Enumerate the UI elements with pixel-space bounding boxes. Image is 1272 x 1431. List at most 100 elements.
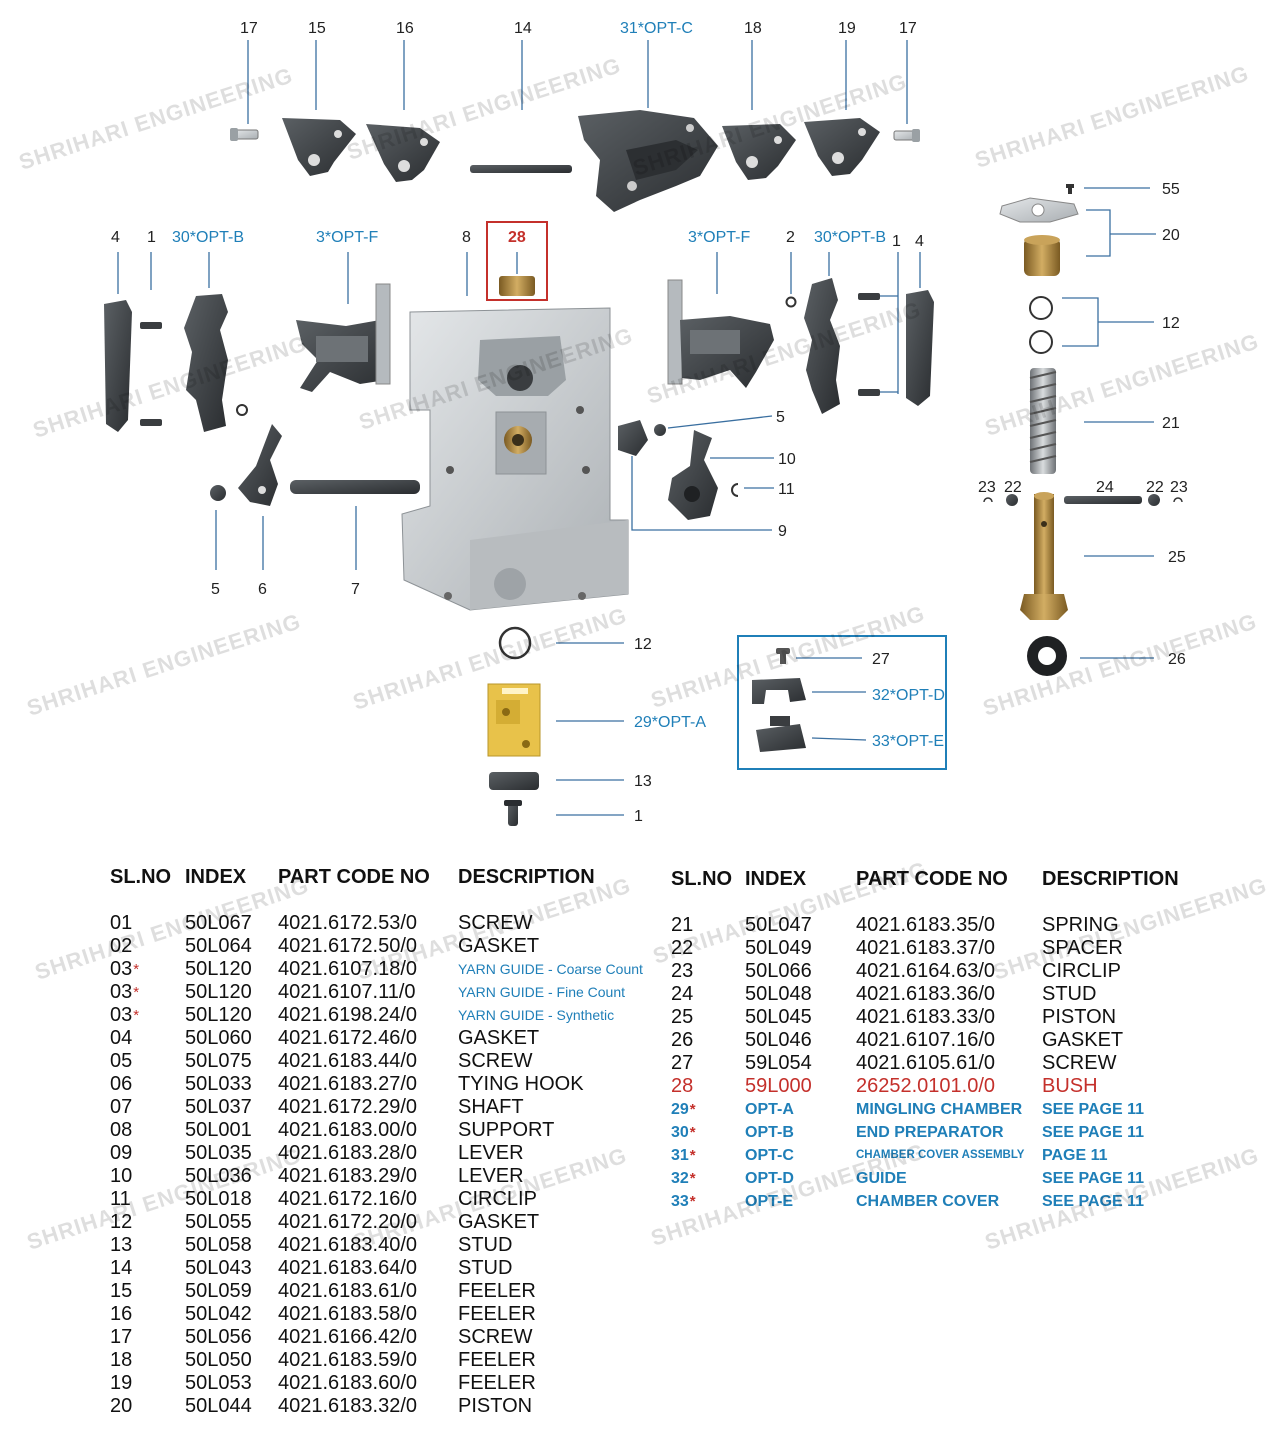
sl-number: 23	[671, 960, 694, 982]
sl-number: 11	[110, 1188, 131, 1210]
stud-13	[489, 772, 539, 790]
row-index: 59L054	[745, 1052, 812, 1074]
row-sl-no: 12	[110, 1211, 132, 1234]
spring-21	[1029, 368, 1057, 474]
callout-55: 55	[1162, 181, 1180, 198]
row-sl-no: 25	[671, 1006, 693, 1029]
row-code: 4021.6172.29/0	[278, 1096, 418, 1118]
header-part-code: PART CODE NO	[278, 866, 430, 888]
row-desc: SCREW	[458, 912, 533, 934]
chamber-cover-33	[756, 716, 806, 752]
row-desc: SCREW	[458, 1326, 533, 1348]
callout-31-opt-c: 31*OPT-C	[620, 20, 693, 37]
row-sl-no: 28	[671, 1075, 693, 1098]
bush-28-highlight-box	[486, 221, 548, 301]
row-index: 50L055	[185, 1211, 252, 1233]
right-column-leaders	[1062, 187, 1156, 659]
row-index: 50L036	[185, 1165, 252, 1187]
sl-number: 08	[110, 1119, 133, 1141]
callout-26: 26	[1168, 651, 1186, 668]
row-sl-no: 06	[110, 1073, 132, 1096]
row-desc: PISTON	[1042, 1006, 1117, 1028]
lever-9	[618, 420, 666, 456]
callout-25: 25	[1168, 549, 1186, 566]
sl-number: 13	[110, 1234, 133, 1256]
row-desc: GASKET	[458, 1211, 540, 1233]
sl-number: 18	[110, 1349, 133, 1371]
row-index: 50L047	[745, 914, 812, 936]
callout-5-left: 5	[211, 581, 220, 598]
lever-10	[668, 430, 718, 520]
row-code: 4021.6183.40/0	[278, 1234, 418, 1256]
sl-number: 04	[110, 1027, 133, 1049]
row-code: 4021.6164.63/0	[856, 960, 996, 982]
callout-22-left: 22	[1004, 479, 1022, 496]
callout-7: 7	[351, 581, 360, 598]
row-index: 50L058	[185, 1234, 252, 1256]
row-index: 50L044	[185, 1395, 252, 1417]
row-code: 4021.6105.61/0	[856, 1052, 996, 1074]
row-sl-no: 03*	[110, 1004, 139, 1027]
callout-12-right: 12	[1162, 315, 1180, 332]
callout-32-opt-d: 32*OPT-D	[872, 687, 945, 704]
row-code: 4021.6183.44/0	[278, 1050, 418, 1072]
option-star: *	[689, 1124, 696, 1141]
screw-55	[1066, 184, 1074, 194]
top-leaders	[247, 40, 908, 124]
row-desc: STUD	[458, 1257, 513, 1279]
row-code: 4021.6183.58/0	[278, 1303, 418, 1325]
option-star: *	[133, 1007, 140, 1024]
row-code: 4021.6183.37/0	[856, 937, 996, 959]
row-code: END PREPARATOR	[856, 1124, 1004, 1141]
row-index: 50L066	[745, 960, 812, 982]
callout-23-right: 23	[1170, 479, 1188, 496]
row-index: 50L037	[185, 1096, 252, 1118]
row-desc: CIRCLIP	[1042, 960, 1121, 982]
feeler-16	[366, 124, 440, 182]
row-sl-no: 32*	[671, 1167, 696, 1190]
callout-17-right: 17	[899, 20, 917, 37]
gasket-2	[785, 296, 797, 308]
row-index: 50L059	[185, 1280, 252, 1302]
row-code: MINGLING CHAMBER	[856, 1101, 1023, 1118]
callout-18: 18	[744, 20, 762, 37]
bush-28	[499, 276, 535, 296]
row-sl-no: 26	[671, 1029, 693, 1052]
row-sl-no: 08	[110, 1119, 132, 1142]
row-desc: YARN GUIDE - Fine Count	[458, 984, 626, 1000]
callout-17-left: 17	[240, 20, 258, 37]
row-code: 4021.6183.00/0	[278, 1119, 418, 1141]
sl-number: 02	[110, 935, 133, 957]
row-index: 50L042	[185, 1303, 252, 1325]
row-code: 4021.6107.11/0	[278, 981, 416, 1003]
callout-1-right: 1	[892, 233, 901, 250]
row-index: 50L060	[185, 1027, 252, 1049]
row-desc: FEELER	[458, 1349, 536, 1371]
row-desc: SPRING	[1042, 914, 1119, 936]
option-star: *	[689, 1193, 696, 1210]
header-index: INDEX	[185, 866, 247, 888]
option-star: *	[133, 984, 140, 1001]
row-desc: FEELER	[458, 1372, 536, 1394]
sl-number: 17	[110, 1326, 133, 1348]
callout-1-left: 1	[147, 229, 156, 246]
row-code: 4021.6183.61/0	[278, 1280, 418, 1302]
row-desc: FEELER	[458, 1303, 536, 1325]
row-desc: SEE PAGE 11	[1042, 1124, 1144, 1141]
row-code: 4021.6172.16/0	[278, 1188, 418, 1210]
header-index: INDEX	[745, 868, 807, 890]
sl-number: 20	[110, 1395, 133, 1417]
